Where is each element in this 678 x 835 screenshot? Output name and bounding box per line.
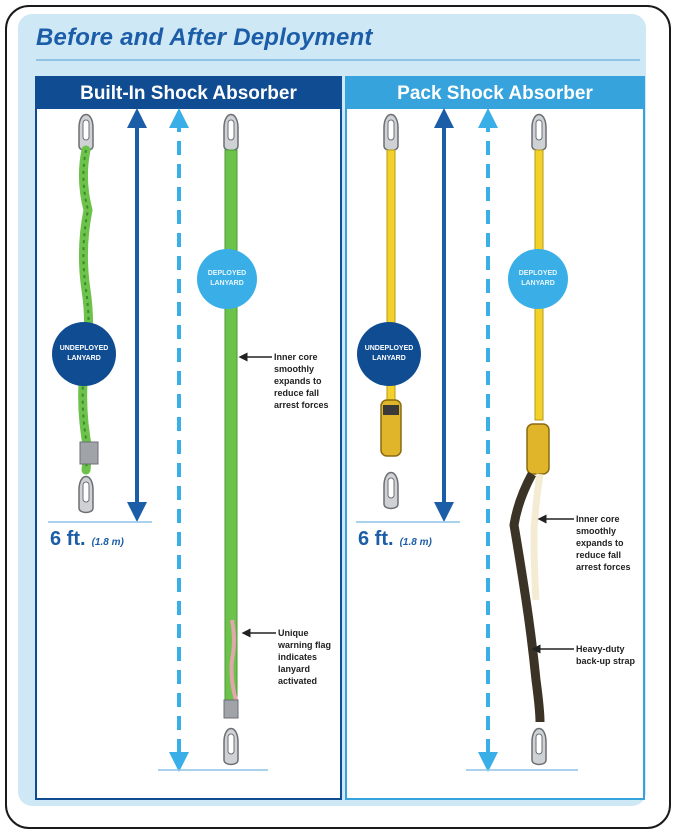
snap-hook-icon <box>383 113 399 152</box>
snap-hook-icon <box>78 475 94 514</box>
undeployed-lanyard-left <box>78 113 99 514</box>
panel-header-built-in: Built-In Shock Absorber <box>37 78 340 109</box>
note-backup-strap: Heavy-duty back-up strap <box>576 644 636 666</box>
title-rule <box>36 59 640 61</box>
measure-main-right: 6 ft. <box>358 528 394 550</box>
note-warning-flag: Unique warning flag indicates lanyard ac… <box>278 628 332 686</box>
deployed-lanyard-right <box>509 113 550 766</box>
snap-hook-icon <box>223 113 239 152</box>
undeployed-lanyard-right <box>380 113 402 510</box>
measure-right: 6 ft. (1.8 m) <box>358 528 432 551</box>
snap-hook-icon <box>78 113 94 152</box>
snap-hook-icon <box>531 727 547 766</box>
deployed-lanyard-left <box>223 113 239 766</box>
badge-deployed-right: DEPLOYED LANYARD <box>508 249 568 309</box>
note-inner-core-right: Inner core smoothly expands to reduce fa… <box>576 514 631 572</box>
badge-undeployed-right: UNDEPLOYED LANYARD <box>357 322 421 386</box>
badge-deployed-left: DEPLOYED LANYARD <box>197 249 257 309</box>
measure-metric-left: (1.8 m) <box>91 537 124 548</box>
warning-flag <box>229 619 238 701</box>
badge-undeployed-left: UNDEPLOYED LANYARD <box>52 322 116 386</box>
measure-left: 6 ft. (1.8 m) <box>50 528 124 551</box>
page-title: Before and After Deployment <box>36 24 373 51</box>
measure-metric-right: (1.8 m) <box>399 537 432 548</box>
snap-hook-icon <box>531 113 547 152</box>
panel-header-pack: Pack Shock Absorber <box>347 78 643 109</box>
snap-hook-icon <box>223 727 239 766</box>
measure-main-left: 6 ft. <box>50 528 86 550</box>
snap-hook-icon <box>383 471 399 510</box>
note-inner-core-left: Inner core smoothly expands to reduce fa… <box>274 352 329 410</box>
